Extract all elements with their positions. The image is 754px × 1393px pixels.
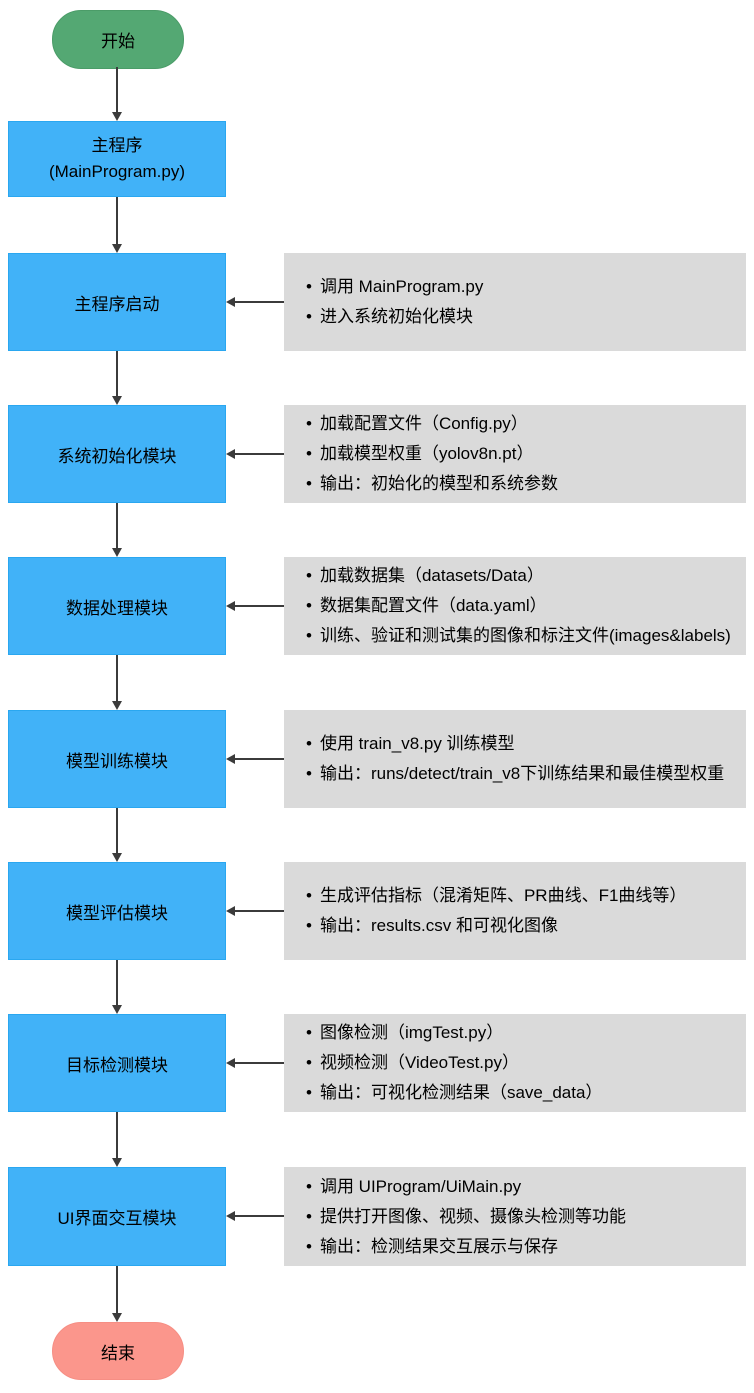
note-list: 调用 UIProgram/UiMain.py 提供打开图像、视频、摄像头检测等功… [284, 1172, 634, 1262]
main-program-node: 主程序 (MainProgram.py) [8, 121, 226, 197]
end-label: 结束 [101, 1343, 135, 1363]
arrow-left-icon [226, 1211, 285, 1221]
note-bullet: 输出：可视化检测结果（save_data） [306, 1078, 602, 1108]
process-node-init: 系统初始化模块 [8, 405, 226, 503]
note-bullet: 进入系统初始化模块 [306, 302, 483, 332]
note-bullet: 输出：初始化的模型和系统参数 [306, 469, 558, 499]
note-box-eval: 生成评估指标（混淆矩阵、PR曲线、F1曲线等） 输出：results.csv 和… [284, 862, 746, 960]
note-list: 生成评估指标（混淆矩阵、PR曲线、F1曲线等） 输出：results.csv 和… [284, 881, 694, 941]
process-node-train: 模型训练模块 [8, 710, 226, 808]
arrow-down-icon [112, 960, 122, 1014]
note-box-ui: 调用 UIProgram/UiMain.py 提供打开图像、视频、摄像头检测等功… [284, 1167, 746, 1266]
process-node-ui: UI界面交互模块 [8, 1167, 226, 1266]
process-node-data: 数据处理模块 [8, 557, 226, 655]
process-label: 数据处理模块 [66, 598, 168, 618]
note-bullet: 图像检测（imgTest.py） [306, 1018, 602, 1048]
arrow-down-icon [112, 197, 122, 253]
note-bullet: 使用 train_v8.py 训练模型 [306, 729, 724, 759]
note-bullet: 输出：runs/detect/train_v8下训练结果和最佳模型权重 [306, 759, 724, 789]
note-box-init: 加载配置文件（Config.py） 加载模型权重（yolov8n.pt） 输出：… [284, 405, 746, 503]
note-bullet: 输出：检测结果交互展示与保存 [306, 1232, 626, 1262]
arrow-left-icon [226, 906, 285, 916]
note-bullet: 视频检测（VideoTest.py） [306, 1048, 602, 1078]
process-label: 目标检测模块 [66, 1055, 168, 1075]
process-node-eval: 模型评估模块 [8, 862, 226, 960]
note-list: 使用 train_v8.py 训练模型 输出：runs/detect/train… [284, 729, 732, 789]
arrow-down-icon [112, 1266, 122, 1322]
note-bullet: 加载配置文件（Config.py） [306, 409, 558, 439]
process-label: 模型训练模块 [66, 751, 168, 771]
note-bullet: 数据集配置文件（data.yaml） [306, 591, 731, 621]
process-label: UI界面交互模块 [57, 1209, 177, 1228]
arrow-left-icon [226, 297, 285, 307]
note-box-train: 使用 train_v8.py 训练模型 输出：runs/detect/train… [284, 710, 746, 808]
start-label: 开始 [101, 32, 135, 51]
note-box-data: 加载数据集（datasets/Data） 数据集配置文件（data.yaml） … [284, 557, 746, 655]
note-list: 加载数据集（datasets/Data） 数据集配置文件（data.yaml） … [284, 561, 739, 651]
note-box-startup: 调用 MainProgram.py 进入系统初始化模块 [284, 253, 746, 351]
main-program-line1: 主程序 [91, 136, 143, 155]
note-bullet: 加载模型权重（yolov8n.pt） [306, 439, 558, 469]
note-bullet: 调用 UIProgram/UiMain.py [306, 1172, 626, 1202]
process-node-startup: 主程序启动 [8, 253, 226, 351]
note-list: 调用 MainProgram.py 进入系统初始化模块 [284, 272, 491, 332]
end-node: 结束 [52, 1322, 184, 1380]
process-label: 模型评估模块 [66, 903, 168, 923]
arrow-left-icon [226, 1058, 285, 1068]
note-list: 图像检测（imgTest.py） 视频检测（VideoTest.py） 输出：可… [284, 1018, 610, 1108]
note-bullet: 调用 MainProgram.py [306, 272, 483, 302]
arrow-down-icon [112, 808, 122, 862]
arrow-down-icon [112, 351, 122, 405]
note-bullet: 输出：results.csv 和可视化图像 [306, 911, 686, 941]
note-bullet: 生成评估指标（混淆矩阵、PR曲线、F1曲线等） [306, 881, 686, 911]
arrow-left-icon [226, 601, 285, 611]
arrow-down-icon [112, 655, 122, 710]
arrow-left-icon [226, 449, 285, 459]
start-node: 开始 [52, 10, 184, 69]
note-list: 加载配置文件（Config.py） 加载模型权重（yolov8n.pt） 输出：… [284, 409, 566, 499]
note-bullet: 加载数据集（datasets/Data） [306, 561, 731, 591]
note-bullet: 提供打开图像、视频、摄像头检测等功能 [306, 1202, 626, 1232]
process-label: 系统初始化模块 [57, 446, 177, 466]
main-program-line2: (MainProgram.py) [48, 162, 186, 181]
arrow-left-icon [226, 754, 285, 764]
note-box-detect: 图像检测（imgTest.py） 视频检测（VideoTest.py） 输出：可… [284, 1014, 746, 1112]
arrow-down-icon [112, 1112, 122, 1167]
note-bullet: 训练、验证和测试集的图像和标注文件(images&labels) [306, 621, 731, 651]
arrow-down-icon [112, 67, 122, 121]
process-node-detect: 目标检测模块 [8, 1014, 226, 1112]
arrow-down-icon [112, 503, 122, 557]
process-label: 主程序启动 [74, 294, 160, 314]
